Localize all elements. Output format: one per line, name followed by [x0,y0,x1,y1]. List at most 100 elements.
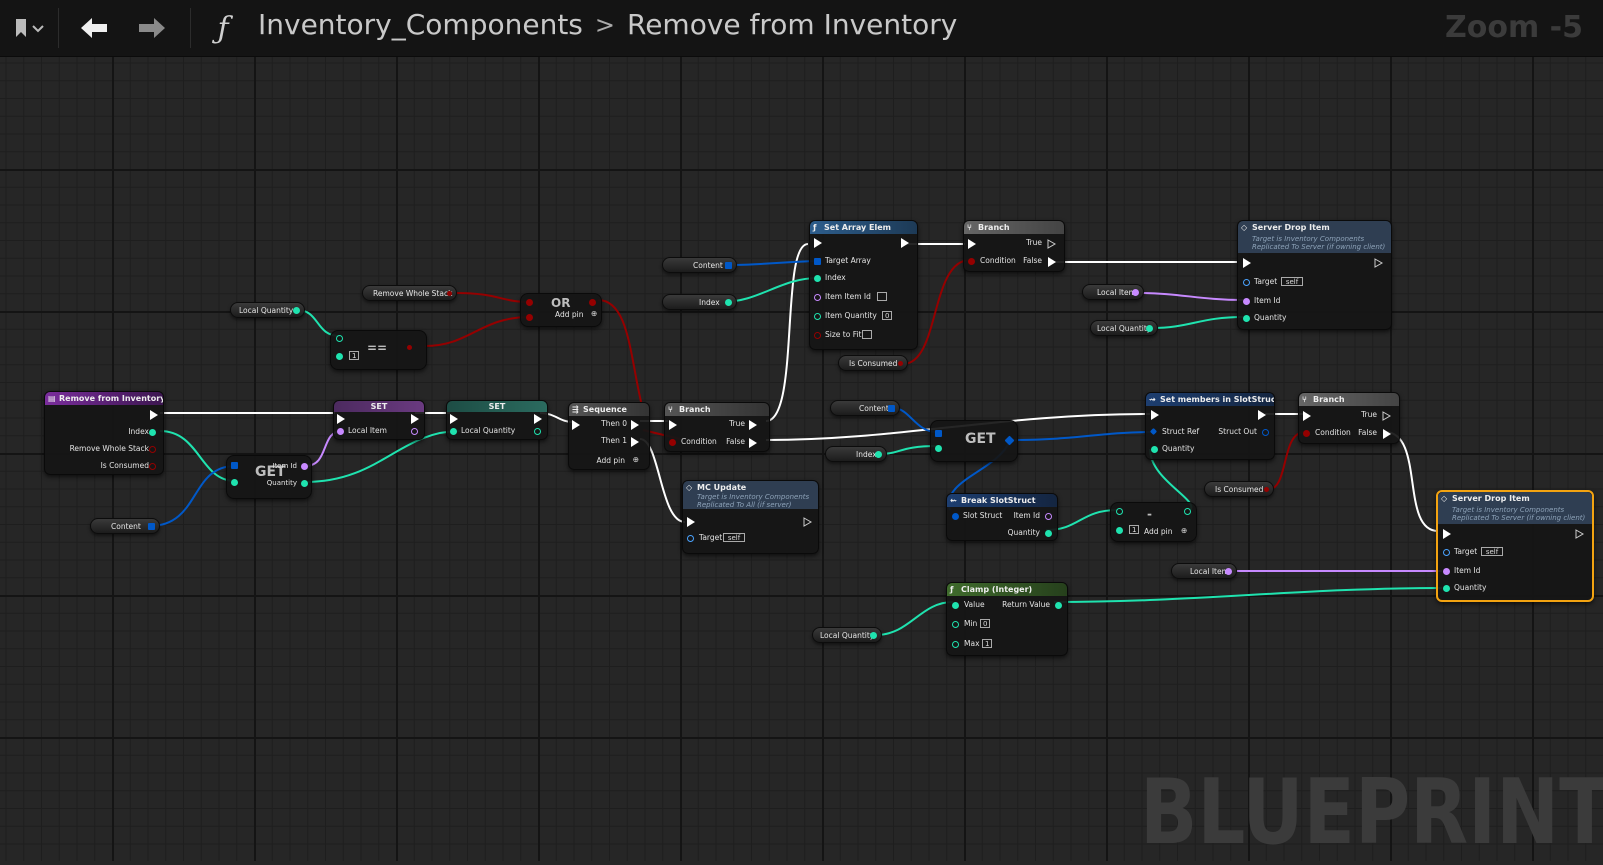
true-pin[interactable] [1382,411,1391,421]
local-item-pin[interactable] [1132,289,1139,296]
server-drop-item-node[interactable]: ◇Server Drop Item Target is Inventory Co… [1436,490,1594,602]
b-pin[interactable] [336,353,343,360]
is-consumed-pin[interactable] [1264,487,1269,492]
target-field[interactable]: self [723,533,745,542]
index-pin[interactable] [725,299,732,306]
subtract-node[interactable]: - 1 Add pin ⊕ [1110,502,1197,542]
local-item-pin[interactable] [1225,568,1232,575]
branch-node[interactable]: ⑂Branch Condition True False [1298,392,1400,444]
true-pin[interactable] [1047,239,1056,249]
then-1-pin[interactable] [631,437,639,447]
exec-in-pin[interactable] [337,414,345,424]
quantity-pin[interactable] [1151,446,1158,453]
equals-node[interactable]: == 1 [330,330,427,370]
mc-update-node[interactable]: ◇MC Update Target is Inventory Component… [682,480,819,554]
exec-out-pin[interactable] [150,410,158,420]
result-pin[interactable] [1184,508,1191,515]
item-id-pin[interactable] [1243,298,1250,305]
target-field[interactable]: self [1481,547,1503,556]
exec-out-pin[interactable] [803,517,812,527]
item-id-pin[interactable] [301,463,308,470]
add-pin-button[interactable]: Add pin [1144,527,1173,536]
return-value-pin[interactable] [1055,602,1062,609]
struct-out-pin[interactable] [1262,429,1269,436]
remove-whole-stack-pin[interactable] [149,446,156,453]
local-quantity-in-pin[interactable] [450,428,457,435]
value-pin[interactable] [952,602,959,609]
is-consumed-pin[interactable] [149,463,156,470]
breadcrumb-parent[interactable]: Inventory_Components [258,8,583,41]
index-pin[interactable] [149,429,156,436]
then-0-pin[interactable] [631,420,639,430]
b-pin[interactable] [526,314,533,321]
quantity-pin[interactable] [301,480,308,487]
break-slotstruct-node[interactable]: ⇜Break SlotStruct Slot Struct Item Id Qu… [946,493,1058,541]
result-pin[interactable] [589,299,596,306]
max-pin[interactable] [952,641,959,648]
index-pin[interactable] [875,451,882,458]
is-consumed-pin[interactable] [898,361,903,366]
b-default-field[interactable]: 1 [1129,525,1140,534]
item-quantity-pin[interactable] [814,313,821,320]
exec-out-pin[interactable] [534,414,542,424]
remove-whole-stack-variable-node[interactable]: Remove Whole Stack [362,285,457,301]
index-variable-node[interactable]: Index [662,294,737,310]
a-pin[interactable] [526,299,533,306]
item-id-pin[interactable] [1045,513,1052,520]
local-quantity-variable-node[interactable]: Local Quantity [812,627,882,643]
max-field[interactable]: 1 [982,639,993,648]
content-pin[interactable] [725,262,732,269]
branch-node[interactable]: ⑂Branch Condition True False [664,402,770,452]
exec-out-pin[interactable] [901,238,909,248]
is-consumed-variable-node[interactable]: Is Consumed [838,355,908,371]
exec-out-pin[interactable] [411,414,419,424]
item-id-field[interactable] [877,292,887,301]
quantity-pin[interactable] [1443,585,1450,592]
condition-pin[interactable] [669,439,676,446]
local-quantity-pin[interactable] [293,307,300,314]
result-pin[interactable] [407,345,412,350]
or-node[interactable]: OR Add pin ⊕ [520,293,602,327]
function-entry-node[interactable]: ▤Remove from Inventory Index Remove Whol… [44,391,164,475]
exec-in-pin[interactable] [1243,258,1251,268]
local-item-in-pin[interactable] [337,428,344,435]
false-pin[interactable] [1048,257,1056,267]
item-id-pin[interactable] [1443,568,1450,575]
local-quantity-pin[interactable] [870,632,877,639]
local-quantity-pin[interactable] [1146,325,1153,332]
exec-in-pin[interactable] [968,239,976,249]
b-default-field[interactable]: 1 [349,351,360,360]
item-quantity-field[interactable]: 0 [882,311,893,320]
array-in-pin[interactable] [935,430,942,437]
quantity-pin[interactable] [1045,530,1052,537]
set-local-quantity-node[interactable]: SET Local Quantity [446,400,548,440]
condition-pin[interactable] [968,258,975,265]
target-pin[interactable] [1243,279,1250,286]
local-item-variable-node[interactable]: Local Item [1082,284,1144,300]
content-variable-node[interactable]: Content [830,400,900,416]
array-in-pin[interactable] [231,462,238,469]
slot-struct-pin[interactable] [952,513,959,520]
content-pin[interactable] [888,405,895,412]
exec-in-pin[interactable] [687,517,695,527]
size-to-fit-pin[interactable] [814,332,821,339]
target-array-pin[interactable] [814,258,821,265]
false-pin[interactable] [1383,429,1391,439]
exec-in-pin[interactable] [1443,529,1451,539]
bookmark-dropdown[interactable] [0,0,55,56]
target-pin[interactable] [1443,549,1450,556]
a-pin[interactable] [1116,508,1123,515]
exec-out-pin[interactable] [1575,529,1584,539]
item-out-pin[interactable] [1004,435,1015,446]
index-in-pin[interactable] [231,479,238,486]
add-pin-button[interactable]: Add pin [596,456,625,465]
min-field[interactable]: 0 [980,619,991,628]
exec-in-pin[interactable] [669,420,677,430]
exec-in-pin[interactable] [572,420,580,430]
exec-in-pin[interactable] [814,238,822,248]
forward-button[interactable] [128,0,176,56]
exec-in-pin[interactable] [450,414,458,424]
local-quantity-variable-node[interactable]: Local Quantity [230,302,305,318]
index-variable-node[interactable]: Index [825,446,887,462]
item-id-pin[interactable] [814,294,821,301]
